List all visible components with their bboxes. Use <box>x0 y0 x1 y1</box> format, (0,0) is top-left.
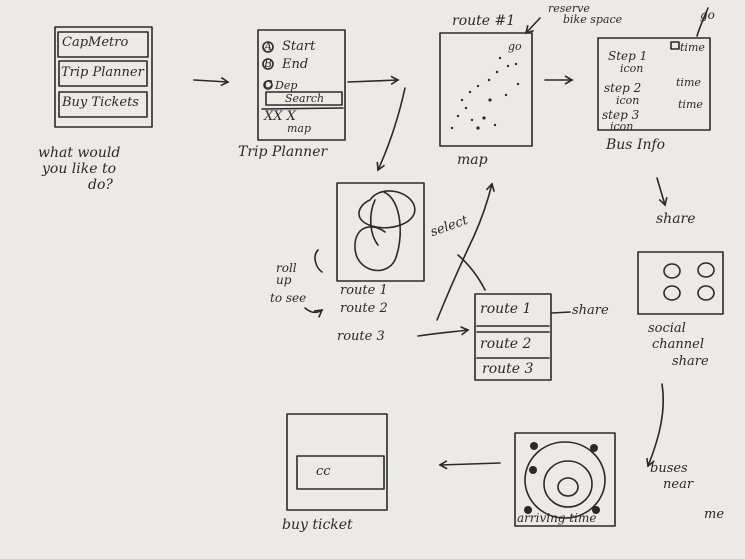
bus-info-go-button[interactable]: go <box>700 8 715 22</box>
routes-list-row-1[interactable]: route 1 <box>480 301 532 317</box>
start-screen-frame <box>54 26 153 128</box>
capmetro-button-label: CapMetro <box>62 35 129 50</box>
flow-arrows <box>193 75 668 470</box>
buses-near-frame <box>514 432 616 527</box>
map-go-button[interactable]: go <box>508 40 522 53</box>
trip-planner-frame <box>257 29 346 141</box>
step-3-icon: icon <box>610 120 634 133</box>
routes-list-row-2[interactable]: route 2 <box>480 336 532 352</box>
buses-caption-line-1: buses <box>650 461 688 476</box>
end-marker: B <box>264 57 273 70</box>
capmetro-button[interactable] <box>57 31 149 58</box>
social-channel-icon[interactable] <box>663 263 681 279</box>
roll-note-line-1: roll <box>276 261 297 275</box>
search-button-label: Search <box>285 92 325 105</box>
start-field-label[interactable]: Start <box>282 39 316 54</box>
map-frame <box>439 17 541 147</box>
step-2-label: step 2 <box>604 81 642 95</box>
roll-note-line-2: up <box>276 273 292 287</box>
step-3-label: step 3 <box>602 108 640 122</box>
routes-map-route-1[interactable]: route 1 <box>340 283 388 298</box>
bus-marker-icon[interactable] <box>530 442 538 450</box>
social-caption-line-1: social <box>648 321 686 336</box>
social-channel-icon[interactable] <box>697 262 715 278</box>
routes-map-route-2[interactable]: route 2 <box>340 301 388 316</box>
routes-list-frame <box>474 293 571 381</box>
social-share-frame <box>637 251 724 315</box>
credit-card-label: cc <box>316 464 331 479</box>
end-field-label[interactable]: End <box>282 57 309 72</box>
routes-map-route-3[interactable]: route 3 <box>337 329 385 344</box>
map-route-dots <box>450 56 520 130</box>
buy-tickets-button-label: Buy Tickets <box>62 95 139 110</box>
roll-note-line-3: to see <box>270 291 307 305</box>
reserve-annotation-line-2: bike space <box>563 13 623 26</box>
start-marker: A <box>264 40 272 53</box>
routes-list-row-3[interactable]: route 3 <box>482 361 534 377</box>
trip-planner-button[interactable] <box>58 60 148 87</box>
bus-info-frame <box>597 7 711 131</box>
trip-planner-caption: Trip Planner <box>238 144 328 160</box>
buses-caption-line-2: near <box>663 477 694 492</box>
social-caption-line-3: share <box>672 354 709 369</box>
credit-card-field[interactable] <box>296 455 385 490</box>
buses-caption-line-3: me <box>704 507 725 522</box>
social-channel-icon[interactable] <box>663 285 681 301</box>
buy-ticket-frame <box>286 413 388 511</box>
routes-list-share[interactable]: share <box>572 303 609 318</box>
map-marks: XX X <box>264 109 296 124</box>
step-1-icon: icon <box>620 62 644 75</box>
step-2-time: time <box>676 76 701 89</box>
bus-marker-icon[interactable] <box>529 466 537 474</box>
search-button[interactable] <box>265 91 343 106</box>
step-2-icon: icon <box>616 94 640 107</box>
dep-field-label[interactable]: Dep <box>275 79 298 92</box>
step-3-time: time <box>678 98 703 111</box>
social-channel-icon[interactable] <box>697 285 715 301</box>
social-caption-line-2: channel <box>652 337 704 352</box>
map-caption: map <box>457 152 488 168</box>
start-caption-line-1: what would <box>38 145 121 161</box>
bus-marker-icon[interactable] <box>524 506 532 514</box>
step-1-label: Step 1 <box>608 49 648 63</box>
bus-marker-icon[interactable] <box>592 506 600 514</box>
bus-marker-icon[interactable] <box>590 444 598 452</box>
map-subview-label: map <box>287 122 312 135</box>
trip-planner-button-label: Trip Planner <box>61 65 144 80</box>
buy-ticket-caption: buy ticket <box>282 517 353 533</box>
bus-info-caption: Bus Info <box>606 137 666 153</box>
share-label: share <box>656 211 696 227</box>
dep-marker: C <box>264 78 273 91</box>
start-caption-line-3: do? <box>88 177 113 193</box>
arriving-time-label: arriving time <box>517 511 597 525</box>
routes-map-frame <box>304 182 425 318</box>
step-1-time: time <box>680 41 705 54</box>
go-checkbox[interactable] <box>670 41 680 50</box>
buy-tickets-button[interactable] <box>58 91 148 118</box>
reserve-annotation-line-1: reserve <box>548 2 590 15</box>
route-1-header: route #1 <box>452 13 516 29</box>
start-caption-line-2: you like to <box>42 161 117 177</box>
